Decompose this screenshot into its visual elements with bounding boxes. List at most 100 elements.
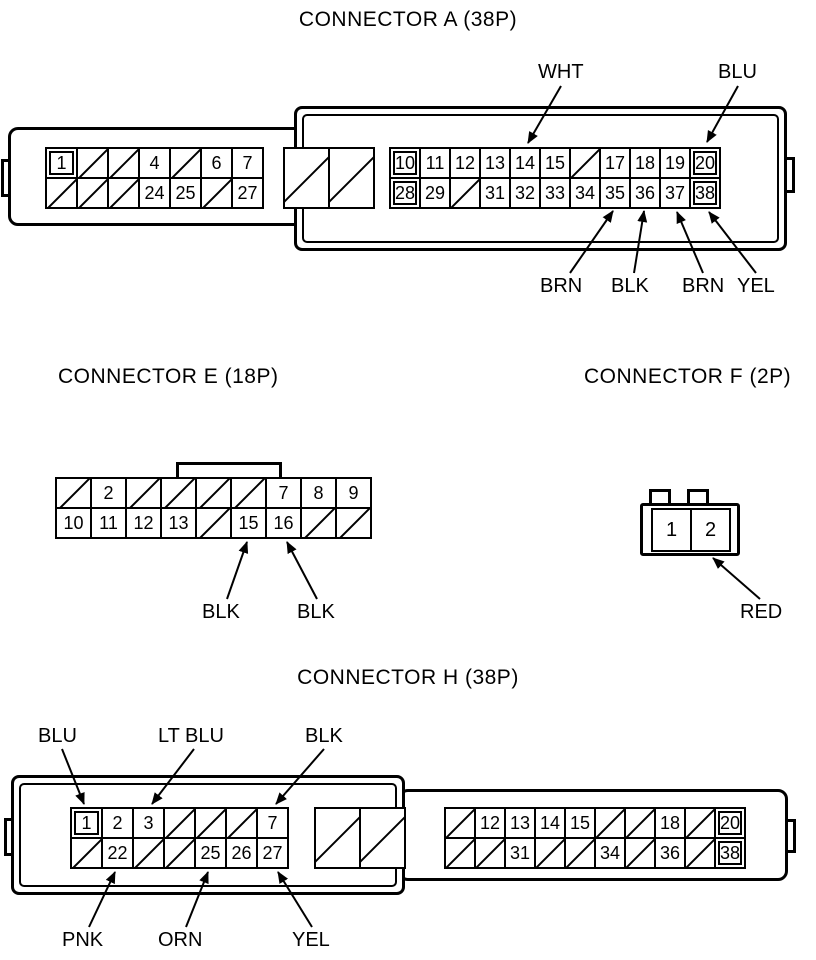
connector-e-title: CONNECTOR E (18P) — [58, 365, 279, 388]
pin-cell-25: 25 — [195, 838, 226, 868]
pin-cell-unused — [71, 838, 102, 868]
pin-cell-20: 20 — [715, 808, 745, 838]
pin-cell-unused — [475, 838, 505, 868]
pin-cell-14: 14 — [535, 808, 565, 838]
pin-cell-6: 6 — [201, 148, 232, 178]
connector-h-blank-cells — [314, 807, 406, 869]
pin-cell-unused — [195, 808, 226, 838]
pin-cell-4: 4 — [139, 148, 170, 178]
pin-cell-unused — [570, 148, 600, 178]
pin-cell-unused — [535, 838, 565, 868]
pin-cell-12: 12 — [450, 148, 480, 178]
pin-cell-12: 12 — [475, 808, 505, 838]
pin-cell-13: 13 — [161, 508, 196, 538]
blank-cell — [284, 148, 329, 208]
pin-cell-unused — [625, 838, 655, 868]
arrow-red-pin2 — [712, 557, 761, 600]
pin-cell-unused — [565, 838, 595, 868]
pin-cell-18: 18 — [630, 148, 660, 178]
pin-cell-unused — [201, 178, 232, 208]
pin-cell-25: 25 — [170, 178, 201, 208]
pin-cell-15: 15 — [565, 808, 595, 838]
pin-cell-unused — [450, 178, 480, 208]
connector-h-title: CONNECTOR H (38P) — [297, 666, 519, 689]
pin-cell-11: 11 — [91, 508, 126, 538]
pin-cell-32: 32 — [510, 178, 540, 208]
pin-cell-1: 1 — [71, 808, 102, 838]
pin-cell-15: 15 — [231, 508, 266, 538]
pin-cell-2: 2 — [691, 509, 730, 551]
pin-cell-2: 2 — [91, 478, 126, 508]
pin-cell-unused — [46, 178, 77, 208]
wire-label-blk-a: BLK — [611, 275, 649, 297]
pin-cell-28: 28 — [390, 178, 420, 208]
wire-label-red: RED — [740, 601, 783, 623]
pin-cell-13: 13 — [480, 148, 510, 178]
wire-label-brn-2: BRN — [682, 275, 725, 297]
pin-cell-3: 3 — [133, 808, 164, 838]
connector-a-blank-cells — [283, 147, 375, 209]
pin-cell-10: 10 — [390, 148, 420, 178]
pin-cell-31: 31 — [480, 178, 510, 208]
pin-cell-24: 24 — [139, 178, 170, 208]
pin-cell-17: 17 — [600, 148, 630, 178]
blank-cell — [315, 808, 360, 868]
blank-cell — [329, 148, 374, 208]
wire-label-orn: ORN — [158, 929, 203, 951]
pin-cell-27: 27 — [257, 838, 288, 868]
pin-cell-7: 7 — [257, 808, 288, 838]
pin-cell-34: 34 — [595, 838, 625, 868]
pin-cell-unused — [77, 148, 108, 178]
pin-cell-31: 31 — [505, 838, 535, 868]
wire-label-blk-h: BLK — [305, 725, 343, 747]
pin-cell-36: 36 — [655, 838, 685, 868]
pin-cell-26: 26 — [226, 838, 257, 868]
wire-label-blk-e1: BLK — [202, 601, 240, 623]
pin-cell-unused — [77, 178, 108, 208]
pin-cell-unused — [445, 838, 475, 868]
pin-cell-18: 18 — [655, 808, 685, 838]
pin-cell-8: 8 — [301, 478, 336, 508]
wire-label-wht: WHT — [538, 61, 584, 83]
wire-label-pnk: PNK — [62, 929, 104, 951]
pin-cell-unused — [133, 838, 164, 868]
pin-cell-11: 11 — [420, 148, 450, 178]
pin-cell-38: 38 — [690, 178, 720, 208]
pin-cell-unused — [595, 808, 625, 838]
wire-label-blu-a: BLU — [718, 61, 757, 83]
pin-cell-34: 34 — [570, 178, 600, 208]
arrow-blk-pin15 — [226, 541, 249, 600]
pin-cell-unused — [301, 508, 336, 538]
pin-cell-unused — [625, 808, 655, 838]
pin-cell-12: 12 — [126, 508, 161, 538]
pin-cell-9: 9 — [336, 478, 371, 508]
pin-cell-unused — [161, 478, 196, 508]
pin-cell-7: 7 — [232, 148, 263, 178]
pin-cell-22: 22 — [102, 838, 133, 868]
pin-cell-unused — [196, 478, 231, 508]
pin-cell-unused — [56, 478, 91, 508]
pin-cell-unused — [170, 148, 201, 178]
pin-cell-13: 13 — [505, 808, 535, 838]
wire-label-blu-h: BLU — [38, 725, 77, 747]
pin-cell-10: 10 — [56, 508, 91, 538]
wire-label-yel-a: YEL — [737, 275, 775, 297]
pin-cell-27: 27 — [232, 178, 263, 208]
blank-cell — [360, 808, 405, 868]
wire-label-ltblu: LT BLU — [158, 725, 224, 747]
pin-cell-unused — [196, 508, 231, 538]
